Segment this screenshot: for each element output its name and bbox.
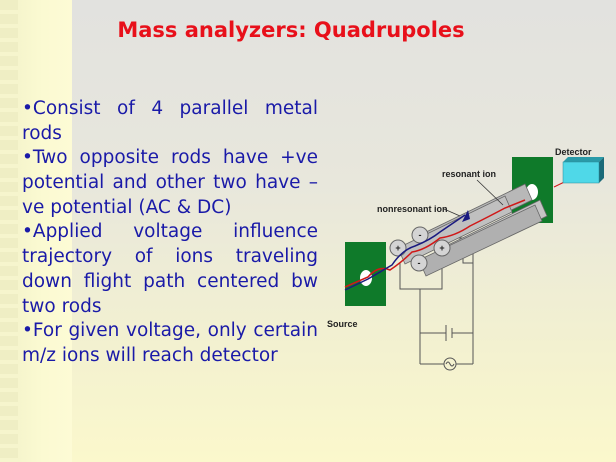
bullet-line: potential and other two have –	[22, 172, 318, 194]
resonant-pointer	[476, 179, 504, 206]
bullet-line: rods	[22, 122, 62, 144]
nonresonant-arrowhead	[462, 210, 470, 222]
source-label: Source	[327, 319, 358, 329]
background-pattern	[0, 0, 18, 462]
rod-sign: -	[418, 258, 421, 268]
rod-sign: +	[395, 243, 400, 253]
bullet-line: •Consist of 4 parallel metal	[22, 98, 318, 119]
circuit	[399, 237, 474, 371]
detector-label: Detector	[555, 147, 592, 157]
bullet-line: ve potential (AC & DC)	[22, 196, 232, 218]
bullet-line: •Two opposite rods have +ve	[22, 147, 318, 169]
quadrupole-rods	[389, 183, 548, 277]
bullet-line: down flight path centered bw	[22, 270, 318, 292]
nonresonant-pointer	[443, 208, 461, 217]
bullet-line: •Applied voltage influence	[22, 221, 318, 243]
nonresonant-ion-path	[344, 214, 466, 291]
detector-top	[563, 157, 604, 162]
rod-sign: +	[439, 243, 444, 253]
bullet-list: •Consist of 4 parallel metal rods •Two o…	[22, 97, 318, 369]
bullet-line: two rods	[22, 295, 102, 317]
resonant-ion-label: resonant ion	[442, 169, 496, 179]
rod-sign: -	[419, 230, 422, 240]
detector-box	[562, 161, 600, 184]
detector-side	[599, 157, 604, 183]
bullet-line: •For given voltage, only certain	[22, 320, 318, 342]
bullet-line: m/z ions will reach detector	[22, 344, 278, 366]
bullet-line: trajectory of ions traveling	[22, 246, 318, 268]
nonresonant-ion-label: nonresonant ion	[377, 204, 448, 214]
slide-title: Mass analyzers: Quadrupoles	[117, 18, 465, 42]
